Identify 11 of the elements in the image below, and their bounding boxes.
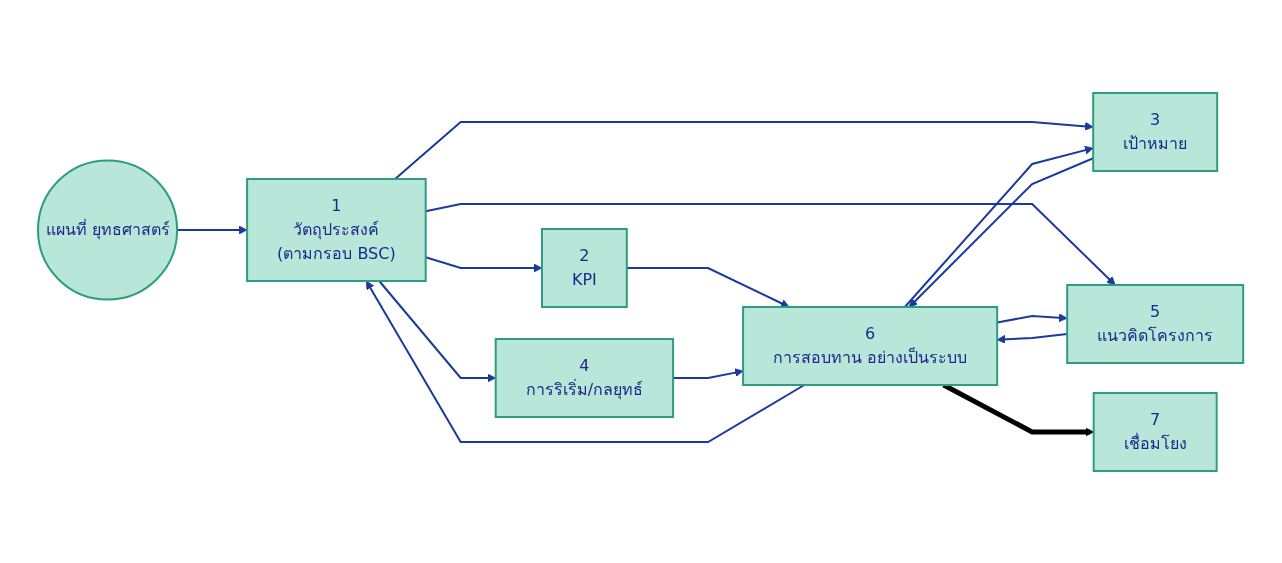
node-circle: แผนที่ ยุทธศาสตร์: [37, 158, 179, 301]
arrow: [366, 280, 806, 443]
node-box: 2 KPI: [541, 227, 629, 308]
node-box: 7 เชื่อมโยง: [1093, 391, 1219, 472]
arrow: [394, 120, 1094, 180]
node-box: 1 วัตถุประสงค์ (ตามกรอบ BSC): [246, 177, 428, 282]
node-box: 5 แนวคิดโครงการ: [1066, 283, 1245, 364]
node-box: 3 เป้าหมาย: [1092, 91, 1219, 172]
node-box: 4 การริเริ่ม/กลยุทธ์: [495, 337, 675, 418]
arrow: [378, 279, 497, 382]
node-box: 6 การสอบทาน อย่างเป็นระบบ: [742, 305, 999, 386]
